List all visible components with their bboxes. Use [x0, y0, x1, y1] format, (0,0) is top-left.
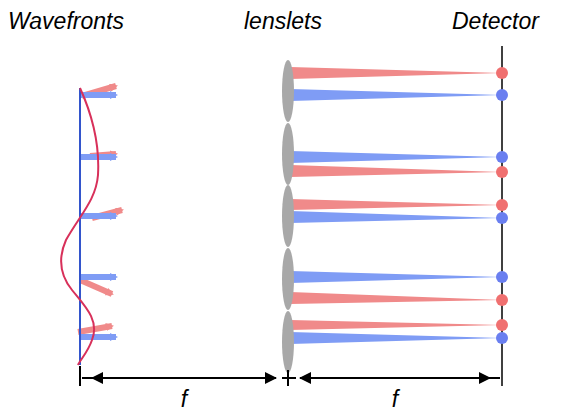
focused-beams [290, 67, 502, 344]
focal-dimensions [80, 366, 500, 386]
heading-label: Wavefronts [8, 10, 124, 33]
heading-label: lenslets [244, 10, 322, 33]
heading-label: Detector [452, 10, 539, 33]
detector-spots [496, 67, 508, 344]
focal-length-label: f [392, 388, 398, 411]
flat-rays [80, 95, 116, 337]
flat-wavefront [79, 88, 81, 365]
distorted-wavefront [61, 88, 98, 365]
lenslet-array [282, 60, 294, 373]
focal-length-label: f [181, 388, 187, 411]
